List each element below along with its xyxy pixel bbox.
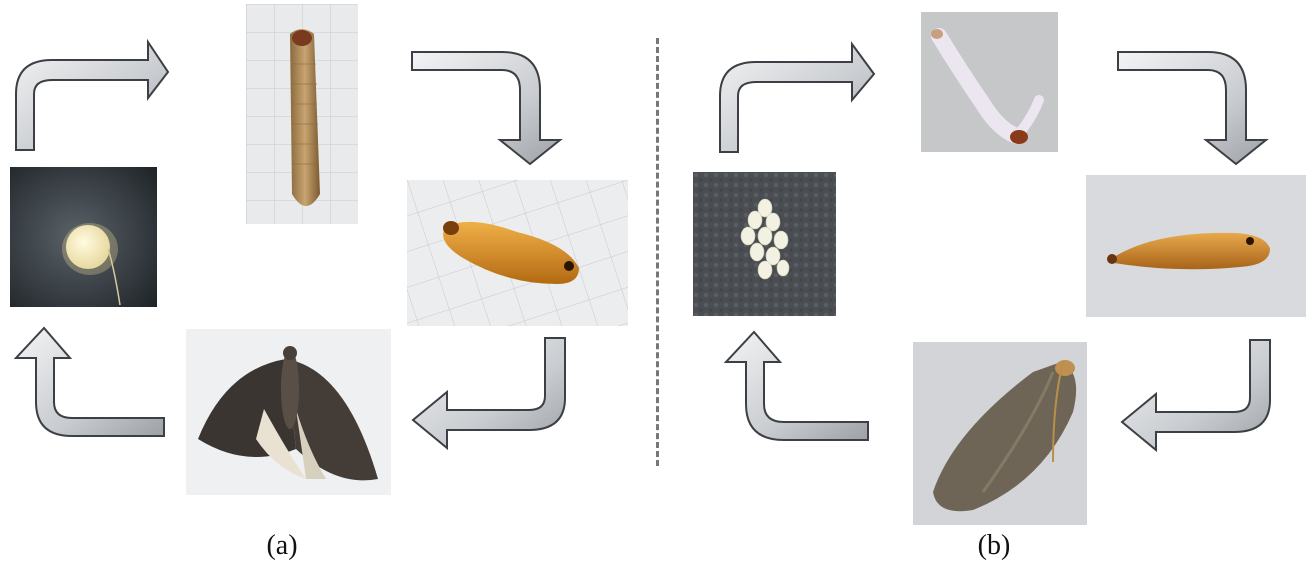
egg-icon — [10, 167, 157, 307]
larva-icon — [246, 4, 358, 224]
arrow-egg-to-larva — [12, 38, 172, 154]
moth-icon — [913, 342, 1087, 525]
larva-icon — [921, 12, 1058, 152]
panel-a: (a) — [0, 0, 645, 568]
pupa-photo — [407, 180, 628, 326]
egg-photo — [693, 172, 836, 316]
arrow-pupa-to-adult — [1114, 336, 1278, 454]
caption-b: (b) — [954, 530, 1034, 562]
panel-divider — [656, 38, 659, 466]
larva-photo — [921, 12, 1058, 152]
pupa-icon — [407, 180, 628, 326]
caption-a: (a) — [242, 530, 322, 562]
arrow-adult-to-egg — [712, 328, 874, 446]
larva-photo — [246, 4, 358, 224]
arrow-larva-to-pupa — [408, 48, 578, 166]
moth-icon — [186, 329, 391, 495]
panel-b: (b) — [670, 0, 1315, 568]
egg-cluster-icon — [693, 172, 836, 316]
arrow-larva-to-pupa — [1114, 48, 1276, 166]
adult-photo — [186, 329, 391, 495]
adult-photo — [913, 342, 1087, 525]
arrow-adult-to-egg — [8, 322, 172, 442]
arrow-pupa-to-adult — [405, 334, 575, 452]
arrow-egg-to-larva — [716, 40, 878, 156]
pupa-photo — [1086, 175, 1306, 317]
egg-photo — [10, 167, 157, 307]
pupa-icon — [1086, 175, 1306, 317]
